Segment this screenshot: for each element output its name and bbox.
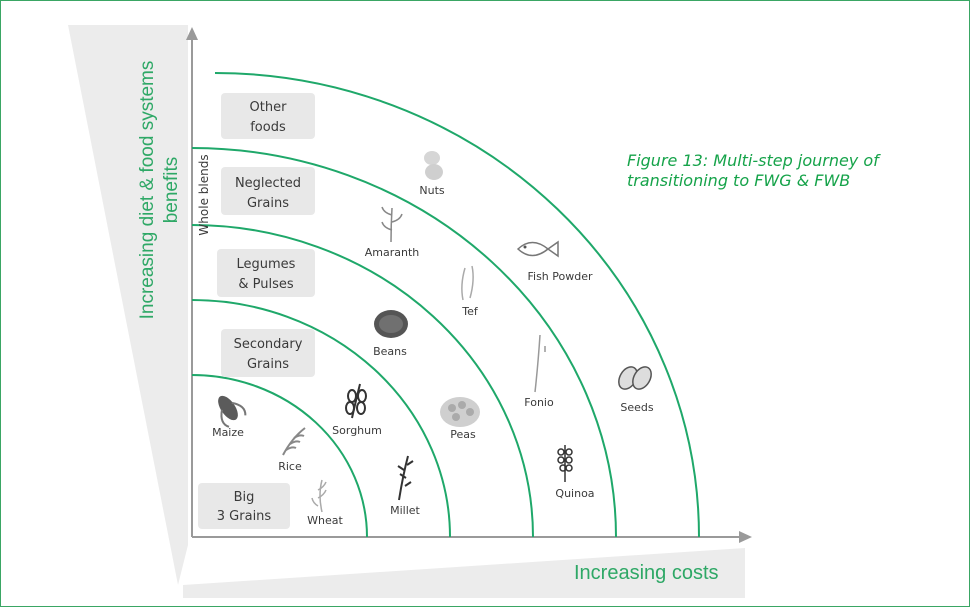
food-label-fish-powder: Fish Powder (527, 270, 593, 283)
food-label-wheat: Wheat (307, 514, 343, 527)
tier-box-other-foods: Other foods (221, 93, 315, 139)
svg-text:Grains: Grains (247, 196, 289, 211)
peas-icon (440, 397, 480, 427)
svg-text:Legumes: Legumes (237, 257, 296, 272)
nuts-icon (424, 151, 443, 180)
y-axis-wedge (68, 25, 188, 585)
x-axis-label: Increasing costs (574, 562, 719, 584)
food-label-fonio: Fonio (524, 396, 554, 409)
tier-box-neglected-grains: Neglected Grains (221, 167, 315, 215)
svg-text:Big: Big (234, 490, 255, 505)
svg-text:Neglected: Neglected (235, 176, 301, 191)
amaranth-icon (381, 206, 403, 243)
tier-arc-3 (191, 224, 534, 538)
tier-arc-1 (191, 374, 368, 538)
tier-arc-2 (191, 299, 451, 538)
svg-text:Other: Other (250, 100, 288, 115)
whole-blends-label: Whole blends (197, 154, 211, 235)
tier-arc-4 (191, 147, 617, 538)
food-label-sorghum: Sorghum (332, 424, 382, 437)
food-label-seeds: Seeds (620, 401, 654, 414)
rice-icon (282, 427, 306, 456)
food-label-amaranth: Amaranth (365, 246, 420, 259)
food-label-millet: Millet (390, 504, 420, 517)
food-label-maize: Maize (212, 426, 244, 439)
maize-icon (218, 395, 247, 428)
food-label-peas: Peas (450, 428, 476, 441)
x-axis-wedge (183, 548, 745, 598)
svg-text:foods: foods (250, 120, 286, 135)
food-label-rice: Rice (278, 460, 302, 473)
tef-icon (461, 265, 474, 301)
svg-text:3 Grains: 3 Grains (217, 509, 272, 524)
sorghum-icon (345, 383, 367, 419)
tier-arc-5 (214, 72, 700, 538)
figure-caption: Figure 13: Multi-step journey of transit… (627, 151, 879, 190)
tier-box-big-3-grains: Big 3 Grains (198, 483, 290, 529)
tier-box-legumes-pulses: Legumes & Pulses (217, 249, 315, 297)
y-axis-arrow (186, 27, 198, 40)
x-axis-arrow (739, 531, 752, 543)
fonio-icon (534, 334, 546, 393)
food-label-tef: Tef (461, 305, 479, 318)
seeds-icon (618, 366, 652, 390)
y-axis-label: Increasing diet & food systems benefits (137, 60, 182, 320)
food-label-beans: Beans (373, 345, 407, 358)
svg-text:& Pulses: & Pulses (238, 277, 294, 292)
wheat-icon (311, 479, 327, 513)
beans-icon (374, 310, 408, 338)
millet-icon (397, 455, 414, 501)
svg-text:Grains: Grains (247, 357, 289, 372)
food-label-quinoa: Quinoa (555, 487, 594, 500)
fish-icon (516, 240, 559, 258)
quinoa-icon (557, 445, 573, 482)
tier-box-secondary-grains: Secondary Grains (221, 329, 315, 377)
food-label-nuts: Nuts (419, 184, 445, 197)
svg-text:Secondary: Secondary (234, 337, 303, 352)
